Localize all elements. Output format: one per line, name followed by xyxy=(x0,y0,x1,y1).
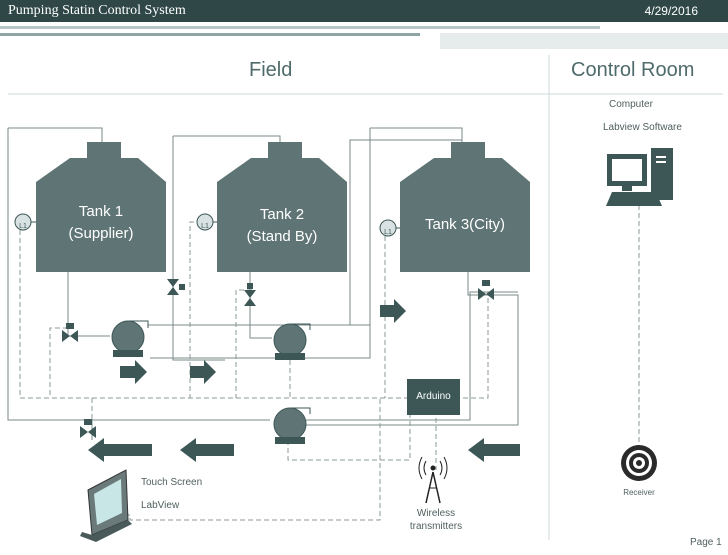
tank-3-label: Tank 3(City) xyxy=(404,214,526,236)
wireless-label-line2: transmitters xyxy=(409,521,463,532)
touch-screen-monitor-icon xyxy=(80,469,132,542)
flow-arrow-left-icon xyxy=(88,438,152,462)
tank-1-role: (Supplier) xyxy=(68,225,134,242)
tank-1-label: Tank 1 (Supplier) xyxy=(40,201,162,245)
labview-label: LabView xyxy=(141,500,180,511)
header-stripe-1 xyxy=(0,26,600,29)
date-label: 4/29/2016 xyxy=(644,4,698,18)
wireless-label-line1: Wireless xyxy=(416,508,456,519)
pump-2-icon xyxy=(273,323,311,360)
flow-arrow-right-icon xyxy=(380,299,406,323)
tank-1 xyxy=(36,142,166,272)
tank-2-role: (Stand By) xyxy=(246,228,318,245)
flow-arrow-left-icon xyxy=(468,438,520,462)
flow-arrow-left-icon xyxy=(180,438,234,462)
computer-label: Computer xyxy=(609,99,653,110)
control-room-title: Control Room xyxy=(571,59,695,81)
tank-1-name: Tank 1 xyxy=(78,203,124,220)
header-stripe-2 xyxy=(0,33,420,36)
receiver-icon xyxy=(621,445,657,481)
valve-icon xyxy=(62,323,78,342)
computer-icon xyxy=(606,148,673,206)
arduino-box xyxy=(407,379,460,415)
arduino-label: Arduino xyxy=(416,391,451,402)
page-number: Page 1 xyxy=(690,537,722,548)
touch-screen-label: Touch Screen xyxy=(141,477,203,488)
flow-arrows xyxy=(88,299,520,462)
valve-icon xyxy=(167,279,185,295)
app-title: Pumping Statin Control System xyxy=(8,3,186,18)
level-indicator-2-icon xyxy=(196,213,217,231)
level-indicator-2-label: L1 xyxy=(201,223,209,230)
level-indicator-1-label: L1 xyxy=(19,223,27,230)
labview-software-label: Labview Software xyxy=(603,122,682,133)
pump-1-icon xyxy=(111,320,149,357)
wireless-tower-icon xyxy=(418,456,448,504)
tank-2-name: Tank 2 xyxy=(259,206,305,223)
tank-2 xyxy=(217,142,347,272)
flow-arrow-right-icon xyxy=(120,360,147,384)
valve-icon xyxy=(478,280,494,300)
valve-icon xyxy=(80,419,96,438)
field-title: Field xyxy=(249,59,293,81)
title-bar: Pumping Statin Control System 4/29/2016 xyxy=(0,0,728,22)
tank-3 xyxy=(400,142,530,272)
flow-arrow-right-icon xyxy=(190,360,216,384)
tank-2-label: Tank 2 (Stand By) xyxy=(221,204,343,248)
level-indicator-3-icon xyxy=(379,219,400,237)
level-indicator-1-icon xyxy=(14,213,36,231)
receiver-label: Receiver xyxy=(623,488,655,497)
tank-3-name: Tank 3(City) xyxy=(424,216,506,233)
valve-icon xyxy=(244,283,256,306)
pump-3-icon xyxy=(273,407,311,444)
header-stripe-3 xyxy=(440,33,728,49)
level-indicator-3-label: L1 xyxy=(384,229,392,236)
